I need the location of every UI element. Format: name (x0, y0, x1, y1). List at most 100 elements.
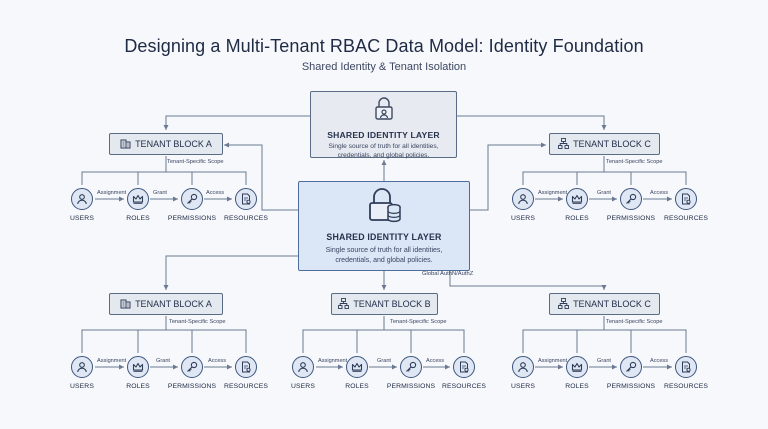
tenant-block-a-top[interactable]: TENANT BLOCK A (109, 133, 223, 155)
tenant-a-bottom-scope: Tenant-Specific Scope (169, 319, 226, 325)
tenant-block-a-bottom-label: TENANT BLOCK A (135, 299, 212, 309)
tenant-b-bottom-scope: Tenant-Specific Scope (390, 319, 447, 325)
top-a-assignment-edge-label: Assignment (97, 190, 127, 196)
top-a-roles-label: ROLES (126, 215, 150, 222)
tenant-block-a-top-label: TENANT BLOCK A (135, 139, 212, 149)
bottom-a-access-edge-label: Access (208, 358, 227, 364)
top-a-permissions-node[interactable]: PERMISSIONS (165, 188, 221, 228)
key-icon (620, 188, 642, 210)
user-icon (512, 188, 534, 210)
bottom-c-users-label: USERS (511, 383, 535, 390)
shared-identity-layer-main[interactable]: SHARED IDENTITY LAYER Single source of t… (298, 181, 470, 271)
bottom-a-assignment-edge-label: Assignment (97, 358, 127, 364)
bottom-b-roles-label: ROLES (345, 383, 369, 390)
top-a-users-node[interactable]: USERS (55, 188, 111, 228)
bottom-a-permissions-label: PERMISSIONS (167, 383, 217, 390)
bottom-c-resources-label: RESOURCES (664, 383, 708, 390)
tenant-block-b-bottom[interactable]: TENANT BLOCK B (331, 293, 438, 315)
bottom-a-resources-label: RESOURCES (224, 383, 268, 390)
crown-icon (566, 356, 588, 378)
shared-layer-main-description: Single source of truth for all identitie… (325, 247, 443, 264)
shared-layer-top-description: Single source of truth for all identitie… (328, 143, 439, 159)
bottom-b-resources-label: RESOURCES (442, 383, 486, 390)
hierarchy-icon (558, 297, 570, 311)
crown-icon (566, 188, 588, 210)
top-c-roles-label: ROLES (565, 215, 589, 222)
top-a-roles-node[interactable]: ROLES (111, 188, 167, 228)
bottom-b-grant-edge-label: Grant (377, 358, 391, 364)
diagram-title: Designing a Multi-Tenant RBAC Data Model… (124, 36, 644, 56)
tenant-a-top-scope: Tenant-Specific Scope (167, 159, 224, 165)
top-c-resources-label: RESOURCES (664, 215, 708, 222)
tenant-block-a-bottom[interactable]: TENANT BLOCK A (109, 293, 223, 315)
tenant-block-c-top[interactable]: TENANT BLOCK C (549, 133, 660, 155)
document-icon (453, 356, 475, 378)
bottom-b-permissions-label: PERMISSIONS (386, 383, 436, 390)
bottom-a-resources-node[interactable]: RESOURCES (219, 356, 275, 396)
bottom-c-permissions-node[interactable]: PERMISSIONS (604, 356, 660, 396)
shared-layer-main-title: SHARED IDENTITY LAYER (326, 232, 442, 242)
top-c-resources-node[interactable]: RESOURCES (659, 188, 715, 228)
bottom-b-permissions-node[interactable]: PERMISSIONS (384, 356, 440, 396)
top-c-permissions-label: PERMISSIONS (606, 215, 656, 222)
bottom-a-users-label: USERS (70, 383, 94, 390)
bottom-a-roles-node[interactable]: ROLES (111, 356, 167, 396)
hierarchy-icon (338, 297, 350, 311)
crown-icon (127, 356, 149, 378)
top-c-roles-node[interactable]: ROLES (550, 188, 606, 228)
bottom-c-roles-node[interactable]: ROLES (550, 356, 606, 396)
bottom-c-access-edge-label: Access (650, 358, 669, 364)
bottom-c-permissions-label: PERMISSIONS (606, 383, 656, 390)
top-a-access-edge-label: Access (206, 190, 225, 196)
tenant-block-b-bottom-label: TENANT BLOCK B (353, 299, 431, 309)
key-icon (620, 356, 642, 378)
top-c-users-label: USERS (511, 215, 535, 222)
bottom-a-users-node[interactable]: USERS (55, 356, 111, 396)
document-icon (675, 356, 697, 378)
bottom-a-roles-label: ROLES (126, 383, 150, 390)
tenant-c-bottom-scope: Tenant-Specific Scope (606, 319, 663, 325)
building-icon (120, 298, 131, 311)
key-icon (181, 188, 203, 210)
top-c-users-node[interactable]: USERS (496, 188, 552, 228)
global-authn-authz-label: Global AuthN/AuthZ (422, 271, 474, 277)
top-c-access-edge-label: Access (650, 190, 669, 196)
key-icon (181, 356, 203, 378)
top-a-grant-edge-label: Grant (153, 190, 167, 196)
bottom-b-users-node[interactable]: USERS (276, 356, 332, 396)
lock-user-icon (373, 97, 395, 126)
bottom-b-access-edge-label: Access (426, 358, 445, 364)
document-icon (235, 356, 257, 378)
top-c-permissions-node[interactable]: PERMISSIONS (604, 188, 660, 228)
bottom-b-users-label: USERS (291, 383, 315, 390)
lock-database-icon (366, 187, 402, 228)
bottom-c-grant-edge-label: Grant (597, 358, 611, 364)
top-c-grant-edge-label: Grant (597, 190, 611, 196)
tenant-block-c-top-label: TENANT BLOCK C (573, 139, 651, 149)
bottom-b-resources-node[interactable]: RESOURCES (437, 356, 493, 396)
key-icon (400, 356, 422, 378)
top-a-users-label: USERS (70, 215, 94, 222)
bottom-c-resources-node[interactable]: RESOURCES (659, 356, 715, 396)
top-a-resources-label: RESOURCES (224, 215, 268, 222)
bottom-c-roles-label: ROLES (565, 383, 589, 390)
bottom-c-assignment-edge-label: Assignment (538, 358, 568, 364)
top-c-assignment-edge-label: Assignment (538, 190, 568, 196)
top-a-resources-node[interactable]: RESOURCES (219, 188, 275, 228)
user-icon (512, 356, 534, 378)
hierarchy-icon (558, 137, 570, 151)
bottom-a-permissions-node[interactable]: PERMISSIONS (165, 356, 221, 396)
user-icon (71, 188, 93, 210)
bottom-b-roles-node[interactable]: ROLES (330, 356, 386, 396)
user-icon (71, 356, 93, 378)
user-icon (292, 356, 314, 378)
crown-icon (127, 188, 149, 210)
crown-icon (346, 356, 368, 378)
top-a-permissions-label: PERMISSIONS (167, 215, 217, 222)
tenant-c-top-scope: Tenant-Specific Scope (606, 159, 663, 165)
bottom-c-users-node[interactable]: USERS (496, 356, 552, 396)
tenant-block-c-bottom[interactable]: TENANT BLOCK C (549, 293, 660, 315)
shared-identity-layer-top[interactable]: SHARED IDENTITY LAYER Single source of t… (310, 91, 457, 159)
shared-layer-top-title: SHARED IDENTITY LAYER (327, 130, 440, 140)
